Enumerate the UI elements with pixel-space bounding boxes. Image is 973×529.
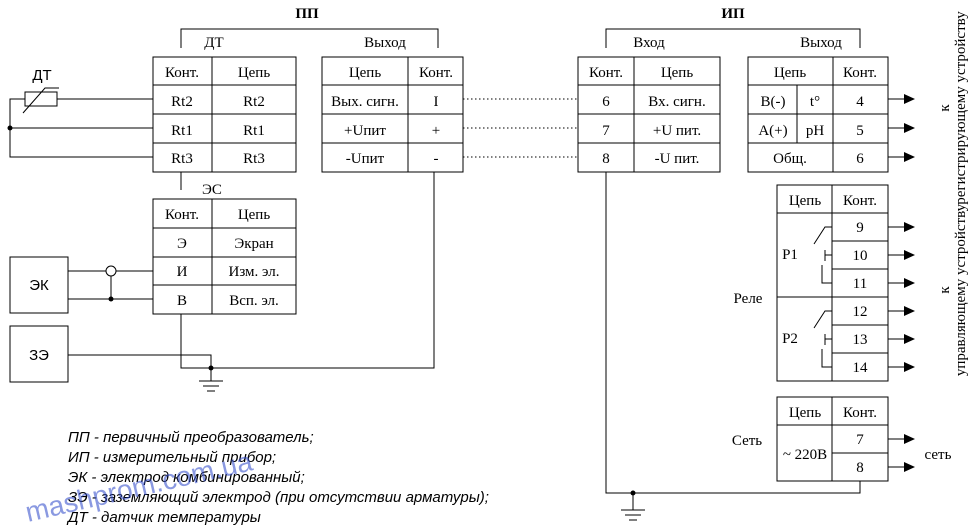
dt-cell: Rt1 [171,123,193,139]
relay-contact: 12 [853,304,868,320]
es-cell: Экран [234,236,273,252]
ip-out-cell: t° [810,94,820,110]
ip-out-cell: pH [806,123,825,139]
relay-table: Цепь Конт. Р1 Р2 9 10 11 12 13 14 [776,184,889,382]
relay-contact: 11 [853,276,867,292]
signal-lines [463,98,578,158]
es-cell: Всп. эл. [229,293,279,309]
ip-in-header-contact: Конт. [589,65,623,81]
relay-header-circuit: Цепь [789,193,822,209]
pp-es-block-label: ЭС [202,182,222,198]
pp-out-cell: I [434,94,439,110]
ek-label: ЭК [29,277,49,294]
net-header-contact: Конт. [843,405,877,421]
ip-out-cell: Общ. [773,151,807,167]
ip-out-header-circuit: Цепь [774,65,807,81]
pp-out-header-circuit: Цепь [349,65,382,81]
pp-out-table: Цепь Конт. Вых. сигн. I +Uпит + -Uпит - [321,56,464,173]
net-contact: 7 [856,432,864,448]
ip-in-cell: 8 [602,151,610,167]
net-table: Цепь Конт. ~ 220В 7 8 [776,396,889,482]
control-label: куправляющему устройству [937,203,969,376]
net-block-label: Сеть [732,433,762,449]
ze-label: ЗЭ [29,347,49,364]
pp-out-cell: -Uпит [346,151,385,167]
control-arrows [888,222,915,372]
es-cell: В [177,293,187,309]
net-arrows [888,434,915,472]
relay-block-label: Реле [734,291,763,307]
relay-header-contact: Конт. [843,193,877,209]
es-header-contact: Конт. [165,207,199,223]
ip-bracket [605,28,861,48]
pp-out-block-label: Выход [364,35,406,51]
net-header-circuit: Цепь [789,405,822,421]
dt-cell: Rt2 [243,94,265,110]
ip-in-cell: -U пит. [655,151,700,167]
es-header-circuit: Цепь [238,207,271,223]
pp-bracket [180,28,439,48]
es-cell: Э [177,236,187,252]
es-cell: И [177,264,188,280]
relay-contact: 10 [853,248,868,264]
legend-line: ПП - первичный преобразователь; [68,429,314,446]
pp-out-header-contact: Конт. [419,65,453,81]
dt-cell: Rt2 [171,94,193,110]
relay-contact: 14 [853,360,869,376]
recorder-label: крегистрирующему устройству [937,11,969,205]
ip-out-cell: 4 [856,94,864,110]
legend-line: ЗЭ - заземляющий электрод (при отсутстви… [68,489,489,506]
ip-in-block-label: Вход [633,35,665,51]
relay-p2-label: Р2 [782,331,798,347]
dt-cell: Rt3 [243,151,265,167]
ip-in-table: Конт. Цепь 6 Вх. сигн. 7 +U пит. 8 -U пи… [577,56,721,173]
ip-out-block-label: Выход [800,35,842,51]
net-side-label: сеть [925,447,952,463]
es-cell: Изм. эл. [229,264,280,280]
ip-in-cell: 7 [602,123,610,139]
dt-header-contact: Конт. [165,65,199,81]
relay-contact: 13 [853,332,868,348]
net-circuit: ~ 220В [783,447,827,463]
pp-dt-block-label: ДТ [204,35,223,51]
relay-p1-label: Р1 [782,247,798,263]
relay-contact: 9 [856,220,864,236]
legend: ПП - первичный преобразователь; ИП - изм… [66,429,489,526]
ip-out-table: Цепь Конт. B(-) t° 4 A(+) pH 5 Общ. 6 [747,56,889,173]
pp-title: ПП [295,6,319,22]
dt-header-circuit: Цепь [238,65,271,81]
ip-title: ИП [721,6,745,22]
combined-electrode: ЭК [9,256,153,314]
legend-line: ЭК - электрод комбинированный; [68,469,305,486]
pp-es-table: Конт. Цепь Э Экран И Изм. эл. В Всп. эл. [152,198,297,315]
pp-ground-wiring [180,172,435,392]
pp-out-cell: + [432,123,440,139]
ip-in-header-circuit: Цепь [661,65,694,81]
temperature-sensor: ДТ [7,67,153,158]
dt-cell: Rt1 [243,123,265,139]
ip-out-cell: 5 [856,123,864,139]
ip-ground-wiring [605,172,861,521]
pp-out-cell: Вых. сигн. [331,94,399,110]
ip-out-cell: A(+) [758,123,787,139]
pp-dt-table: Конт. Цепь Rt2 Rt2 Rt1 Rt1 Rt3 Rt3 [152,56,297,173]
dt-cell: Rt3 [171,151,193,167]
ip-out-cell: 6 [856,151,864,167]
ip-in-cell: Вх. сигн. [648,94,705,110]
shield-ring [105,265,117,277]
ip-out-cell: B(-) [761,94,786,110]
dt-device-label: ДТ [32,67,51,84]
ip-in-cell: +U пит. [653,123,701,139]
ip-out-header-contact: Конт. [843,65,877,81]
legend-line: ИП - измерительный прибор; [68,449,276,466]
legend-line: ДТ - датчик температуры [66,509,261,526]
pp-out-cell: - [434,151,439,167]
pp-out-cell: +Uпит [344,123,386,139]
ip-in-cell: 6 [602,94,610,110]
recorder-arrows [888,94,915,162]
net-contact: 8 [856,460,864,476]
